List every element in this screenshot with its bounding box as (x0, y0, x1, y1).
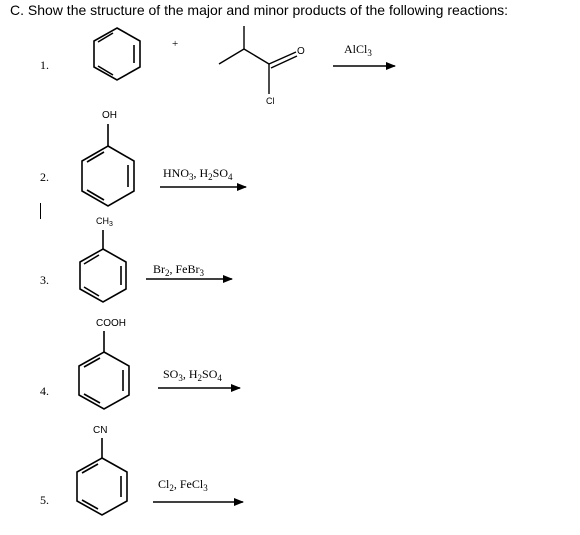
reagent-4-part-0: SO (163, 367, 179, 381)
reaction-4-reagent: SO3, H2SO4 (163, 367, 222, 383)
reaction-5-benzene-ring (76, 438, 128, 516)
acyl-oxygen-label: O (297, 46, 305, 57)
reaction-4-number: 4. (40, 384, 49, 398)
reagent-4-part-2: , H (182, 367, 198, 381)
reaction-2-benzene-ring (81, 124, 135, 207)
reaction-4-substituent: COOH (96, 318, 126, 329)
reagent-3-part-2: , FeBr (169, 262, 200, 276)
reaction-3-substituent-main: CH (96, 216, 109, 226)
reagent-4-part-1: 3 (178, 373, 183, 383)
reaction-3-reagent: Br2, FeBr3 (153, 262, 204, 278)
reagent-2-part-1: 3 (189, 172, 194, 182)
reaction-3-substituent: CH3 (96, 216, 113, 228)
reaction-1-acyl-chloride (218, 26, 298, 94)
acyl-chlorine-label: Cl (266, 96, 275, 106)
reaction-2-number: 2. (40, 170, 49, 184)
reagent-3-part-3: 3 (199, 268, 205, 278)
question-heading: C. Show the structure of the major and m… (10, 2, 509, 18)
reagent-5-part-1: 2 (169, 483, 174, 493)
reagent-2-part-0: HNO (163, 166, 189, 180)
reagent-4-part-5: 4 (217, 373, 222, 383)
reagent-4-part-3: 2 (197, 373, 203, 383)
reaction-5-reagent: Cl2, FeCl3 (158, 477, 208, 493)
text-cursor (40, 203, 41, 219)
reaction-1-reagent: AlCl3 (344, 42, 372, 58)
reagent-4-part-4: SO (202, 367, 218, 381)
reaction-5-number: 5. (40, 493, 49, 507)
reaction-2-substituent: OH (102, 110, 117, 121)
reagent-3-part-1: 2 (165, 268, 170, 278)
reaction-1-benzene-ring (93, 27, 141, 81)
reaction-3-number: 3. (40, 273, 49, 287)
reagent-5-part-2: , FeCl (173, 477, 204, 491)
reagent-2-part-5: 4 (228, 172, 233, 182)
plus-sign: + (172, 38, 179, 50)
reagent-1-part-0: AlCl (344, 42, 368, 56)
reagent-2-part-3: 2 (208, 172, 213, 182)
reaction-3-substituent-sub: 3 (109, 221, 113, 228)
reaction-4-benzene-ring (78, 331, 130, 410)
reagent-5-part-0: Cl (158, 477, 170, 491)
reaction-1-number: 1. (40, 58, 49, 72)
reagent-3-part-0: Br (153, 262, 165, 276)
reagent-2-part-4: SO (212, 166, 229, 180)
reagent-5-part-3: 3 (203, 483, 208, 493)
reagent-2-part-2: , H (193, 166, 209, 180)
reaction-3-benzene-ring (79, 230, 127, 303)
reaction-5-substituent: CN (93, 425, 108, 436)
reagent-1-part-1: 3 (367, 48, 372, 58)
reaction-2-reagent: HNO3, H2SO4 (163, 166, 233, 182)
